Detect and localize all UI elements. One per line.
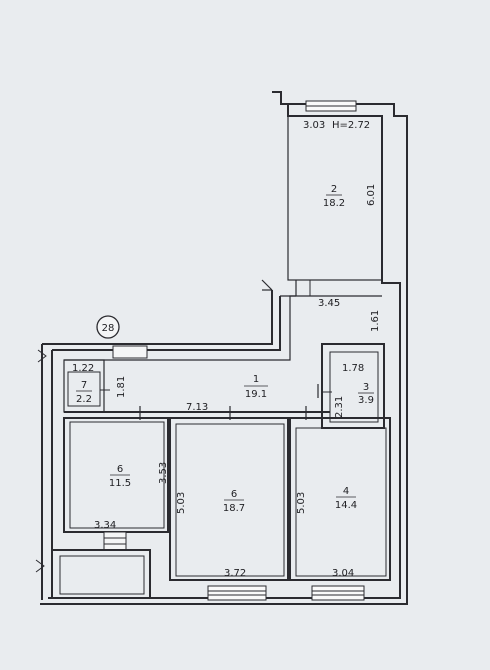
marker-circle [96, 315, 120, 339]
dim-room6-left-length: 3.53 [158, 462, 169, 484]
dim-room4-width: 3.04 [332, 568, 354, 579]
room-1-area: 19.1 [245, 389, 267, 400]
room-6-center-number: 6 [231, 489, 237, 500]
room-4-walls [289, 417, 391, 581]
dim-corridor-width: 1.81 [116, 376, 127, 398]
window-room-6-center [207, 585, 267, 601]
room-1-number: 1 [253, 374, 259, 385]
room-6-left-number: 6 [117, 464, 123, 475]
room-6-center-walls [169, 417, 289, 581]
door-ticks [139, 384, 319, 420]
room-4-area: 14.4 [335, 500, 357, 511]
dim-room6-center-width: 3.72 [224, 568, 246, 579]
dim-hall-width: 3.45 [318, 298, 340, 309]
room-7-walls [63, 359, 105, 413]
balcony-door [103, 531, 127, 551]
room-2-area: 18.2 [323, 198, 345, 209]
dim-hall-length: 1.61 [370, 310, 381, 332]
room-4-number: 4 [343, 486, 349, 497]
room-7-area: 2.2 [76, 394, 92, 405]
dim-ceiling-height: H=2.72 [332, 120, 370, 131]
dim-corridor-length: 7.13 [186, 402, 208, 413]
room-7-number: 7 [81, 380, 87, 391]
room-3-area: 3.9 [358, 395, 374, 406]
dim-room6-center-length: 5.03 [176, 492, 187, 514]
marker-label: 28 [102, 323, 115, 334]
dim-room4-length: 5.03 [296, 492, 307, 514]
room-6-center-area: 18.7 [223, 503, 245, 514]
dim-room2-width: 3.03 [303, 120, 325, 131]
dim-room3-width: 1.78 [342, 363, 364, 374]
room-2-number: 2 [331, 184, 337, 195]
room-2-walls [287, 115, 383, 281]
dim-room7-width: 1.22 [72, 363, 94, 374]
room-6-left-area: 11.5 [109, 478, 131, 489]
balcony [51, 549, 151, 599]
dim-room6-left-width: 3.34 [94, 520, 116, 531]
door-gap-marker [112, 345, 148, 359]
dim-room3-length: 2.31 [334, 396, 345, 418]
window-room-4 [311, 585, 365, 601]
break-lines [35, 349, 47, 573]
dim-room2-length: 6.01 [366, 184, 377, 206]
room-3-number: 3 [363, 382, 369, 393]
